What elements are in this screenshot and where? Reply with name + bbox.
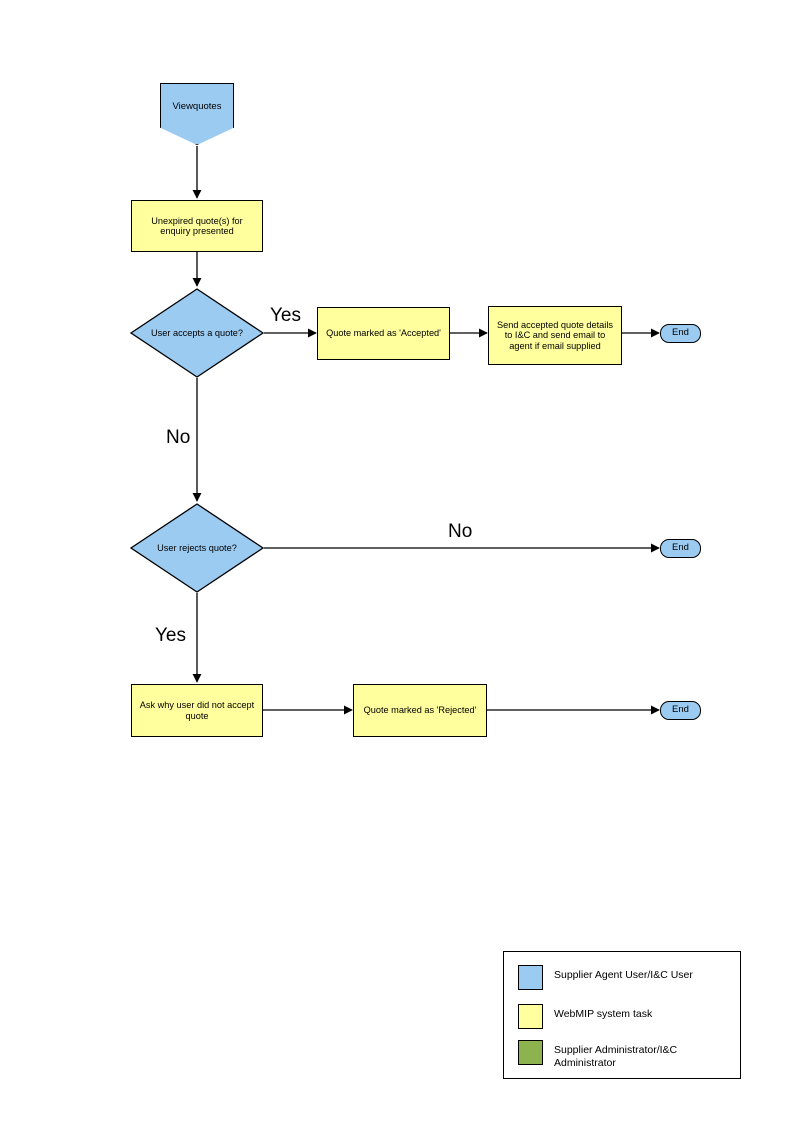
- node-decision-user-accepts[interactable]: User accepts a quote?: [130, 288, 264, 378]
- node-end-no-reject-label: End: [672, 542, 689, 554]
- node-decision-user-accepts-label: User accepts a quote?: [151, 327, 243, 338]
- node-quote-marked-rejected[interactable]: Quote marked as 'Rejected': [353, 684, 487, 737]
- legend-item-admin: Supplier Administrator/I&C Administrator: [518, 1040, 734, 1070]
- legend-label-admin: Supplier Administrator/I&C Administrator: [554, 1044, 678, 1070]
- node-quote-marked-accepted-label: Quote marked as 'Accepted': [326, 328, 441, 339]
- legend-swatch-yellow: [518, 1004, 543, 1029]
- node-unexpired-quotes[interactable]: Unexpired quote(s) for enquiry presented: [131, 200, 263, 252]
- node-end-accepted[interactable]: End: [660, 324, 701, 343]
- edge-label-accept-no: No: [166, 427, 191, 448]
- legend-label-system: WebMIP system task: [554, 1008, 653, 1020]
- legend-swatch-green: [518, 1040, 543, 1065]
- diamond-shape: [130, 288, 264, 378]
- edge-label-reject-no: No: [448, 521, 473, 542]
- legend-item-user: Supplier Agent User/I&C User: [518, 965, 693, 990]
- node-send-accepted-details[interactable]: Send accepted quote details to I&C and s…: [488, 306, 622, 365]
- node-decision-user-rejects[interactable]: User rejects quote?: [130, 503, 264, 593]
- legend-item-system: WebMIP system task: [518, 1004, 652, 1029]
- node-send-accepted-details-label: Send accepted quote details to I&C and s…: [497, 320, 613, 351]
- node-start-label: Viewquotes: [172, 100, 222, 112]
- legend-label-user: Supplier Agent User/I&C User: [554, 969, 693, 981]
- node-ask-why-not-accepted-label: Ask why user did not accept quote: [139, 700, 255, 721]
- node-decision-user-rejects-label: User rejects quote?: [157, 542, 237, 553]
- node-start-view-quotes[interactable]: Viewquotes: [160, 83, 234, 145]
- legend-swatch-blue: [518, 965, 543, 990]
- edge-label-reject-yes: Yes: [155, 625, 186, 646]
- node-end-no-reject[interactable]: End: [660, 539, 701, 558]
- node-quote-marked-rejected-label: Quote marked as 'Rejected': [363, 705, 477, 716]
- edge-label-accept-yes: Yes: [270, 305, 301, 326]
- node-end-accepted-label: End: [672, 327, 689, 339]
- node-ask-why-not-accepted[interactable]: Ask why user did not accept quote: [131, 684, 263, 737]
- node-quote-marked-accepted[interactable]: Quote marked as 'Accepted': [317, 307, 450, 360]
- diamond-shape: [130, 503, 264, 593]
- node-end-rejected[interactable]: End: [660, 701, 701, 720]
- node-unexpired-quotes-label: Unexpired quote(s) for enquiry presented: [151, 215, 243, 236]
- node-end-rejected-label: End: [672, 704, 689, 716]
- legend-panel: Supplier Agent User/I&C User WebMIP syst…: [503, 951, 741, 1079]
